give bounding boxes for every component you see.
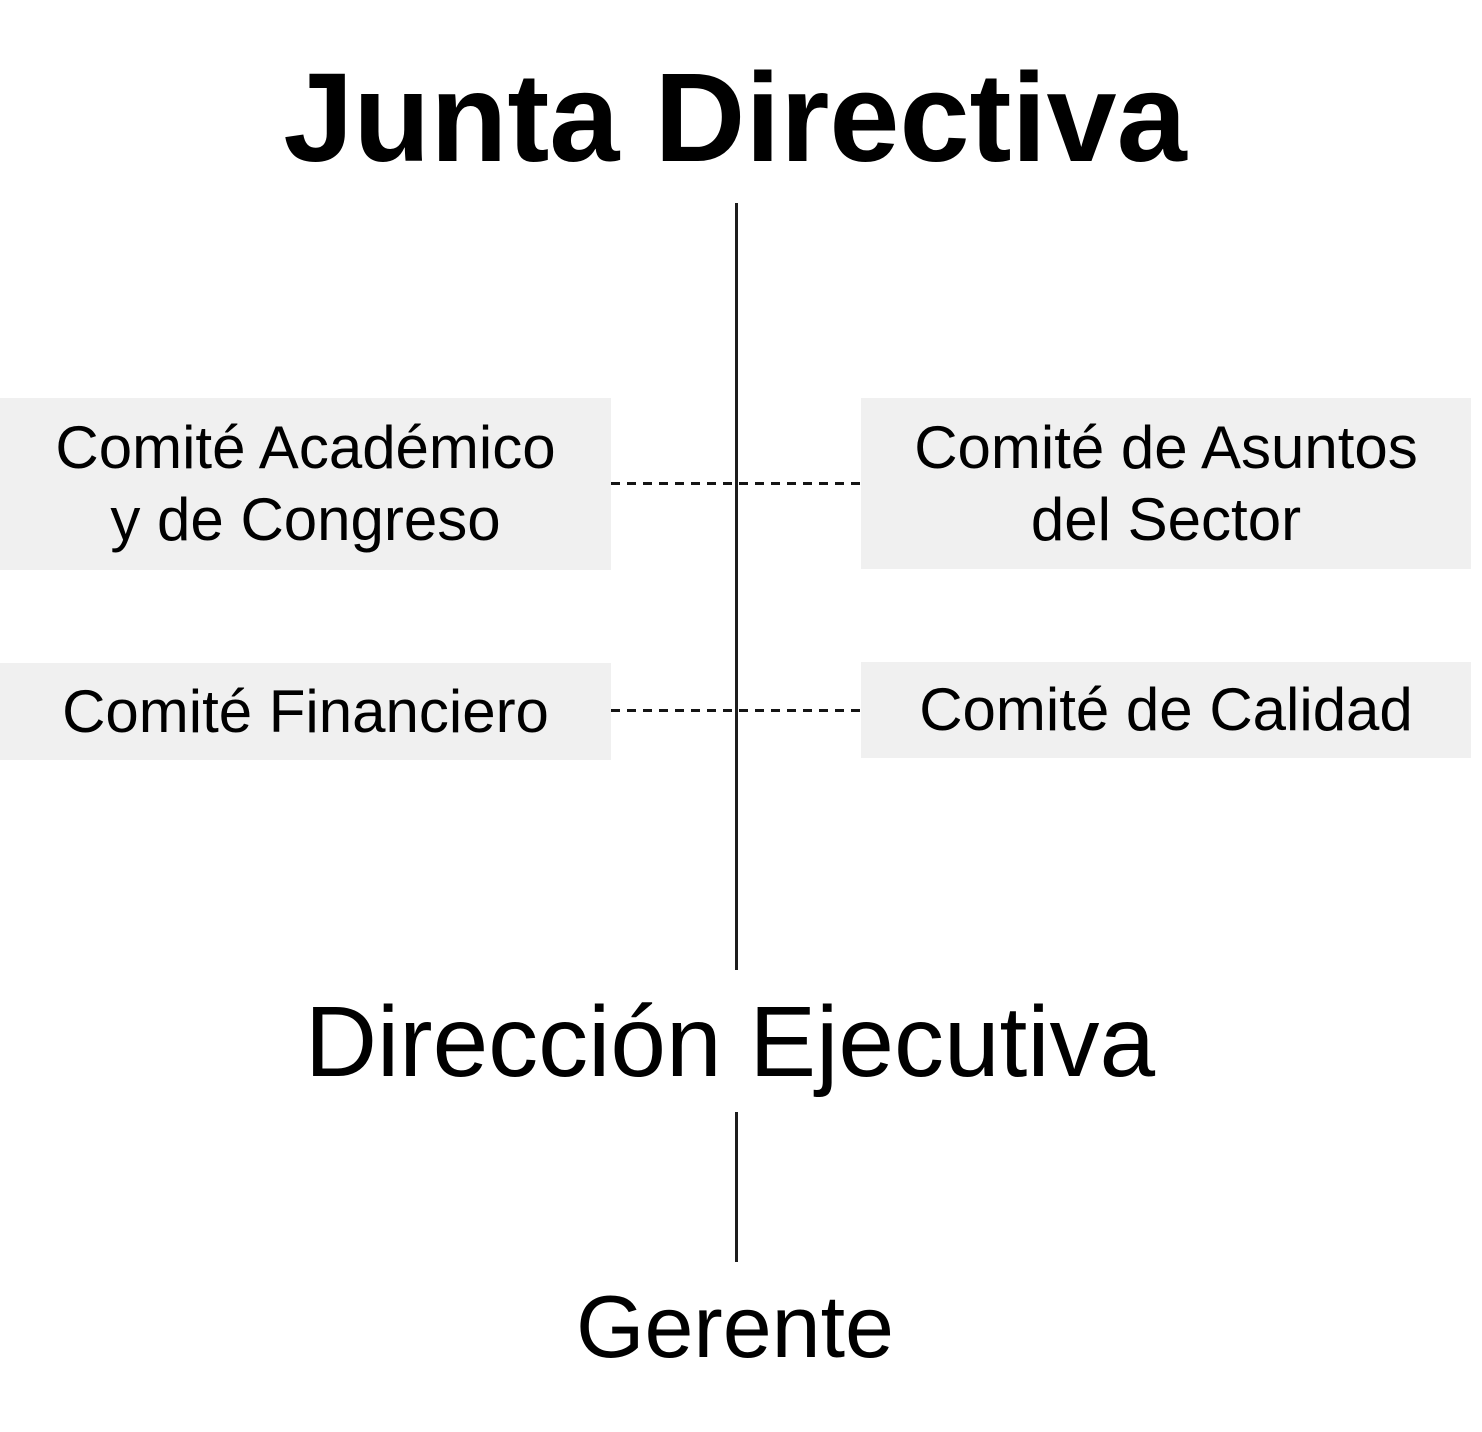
node-label-line: Comité de Asuntos [914, 413, 1418, 481]
node-label-line: Comité Financiero [62, 677, 549, 745]
node-label-line: Comité Académico [55, 414, 556, 481]
node-label-line: Comité de Calidad [919, 676, 1413, 743]
connector-dashed-top-committees [611, 482, 861, 485]
node-junta-directiva: Junta Directiva [283, 47, 1187, 188]
node-comite-academico: Comité Académico y de Congreso [0, 398, 611, 570]
node-label-line: del Sector [1030, 485, 1302, 553]
node-comite-calidad: Comité de Calidad [861, 662, 1471, 758]
node-direccion-ejecutiva: Dirección Ejecutiva [304, 986, 1156, 1098]
node-comite-financiero: Comité Financiero [0, 663, 611, 760]
connector-dashed-bottom-committees [611, 709, 861, 712]
connector-direccion-to-gerente [735, 1112, 738, 1262]
node-comite-asuntos: Comité de Asuntos del Sector [861, 398, 1471, 569]
connector-junta-to-direccion [735, 203, 738, 970]
node-label-line: y de Congreso [110, 486, 501, 553]
node-gerente: Gerente [576, 1277, 894, 1376]
